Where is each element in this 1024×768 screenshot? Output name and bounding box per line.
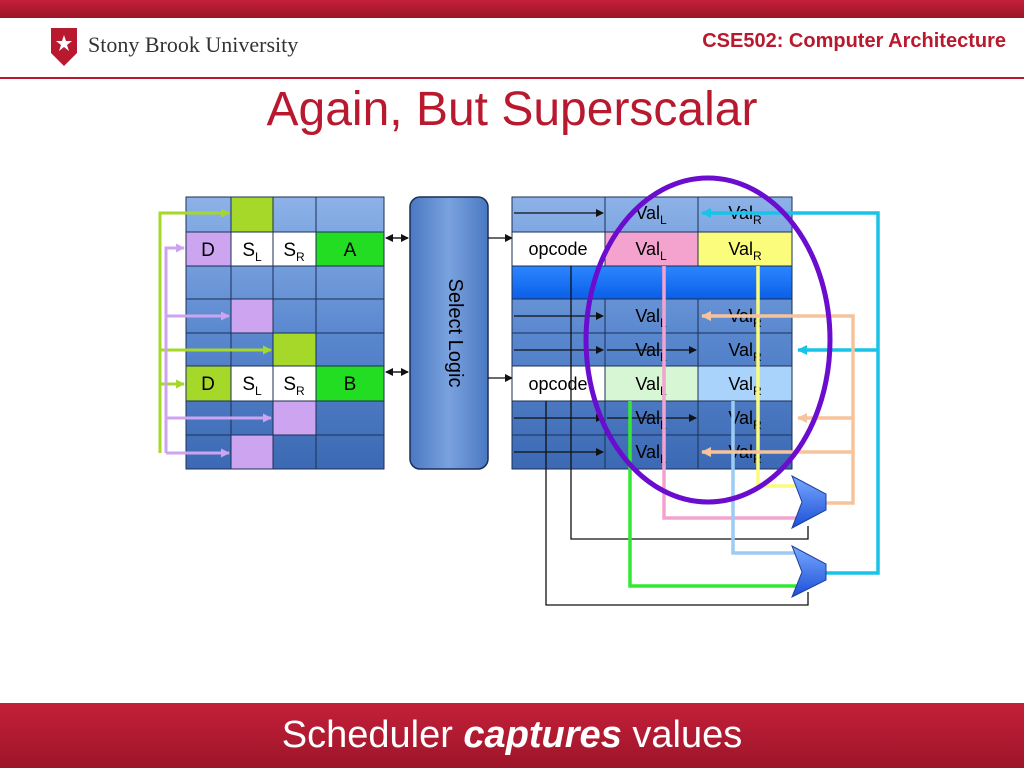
src-left-label: SL [242, 374, 262, 398]
src-right-label: SR [283, 240, 305, 264]
university-name: Stony Brook University [88, 32, 299, 57]
university-logo: Stony Brook University [50, 27, 320, 69]
src-right-label: SR [283, 374, 305, 398]
scheduler-diagram: D SL SR A D SL SR B Select Logic [158, 175, 880, 606]
footer-bar: Scheduler captures values [0, 703, 1024, 768]
execution-unit-2 [791, 544, 827, 599]
footer-caption: Scheduler captures values [281, 714, 743, 756]
course-title: CSE502: Computer Architecture [702, 30, 1006, 52]
scheduler-entry-a: D SL SR A [185, 231, 385, 267]
slide-title: Again, But Superscalar [266, 83, 758, 136]
select-request-arrows [385, 234, 513, 382]
top-accent-bar [0, 0, 1024, 18]
val-left-label: ValL [635, 203, 667, 227]
tag-label: B [344, 374, 357, 395]
tag-label: A [344, 240, 357, 261]
opcode-label: opcode [528, 239, 587, 259]
dest-label: D [201, 374, 215, 395]
select-logic-label: Select Logic [444, 279, 466, 388]
tag-broadcast-lines [158, 208, 272, 458]
val-left-label: ValL [635, 239, 667, 263]
select-logic-block: Select Logic [409, 196, 489, 470]
scheduler-table: D SL SR A D SL SR B [185, 196, 385, 470]
payload-table: opcode opcode ValL ValL ValL ValL ValL V… [511, 196, 793, 470]
header-divider [0, 77, 1024, 79]
execution-unit-1 [791, 474, 827, 530]
src-left-label: SL [242, 240, 262, 264]
opcode-label: opcode [528, 374, 587, 394]
capture-highlight-ellipse [583, 175, 833, 505]
scheduler-entry-b: D SL SR B [185, 365, 385, 402]
val-right-label: ValR [728, 239, 762, 263]
dest-label: D [201, 240, 215, 261]
shield-logo-icon [51, 28, 77, 66]
